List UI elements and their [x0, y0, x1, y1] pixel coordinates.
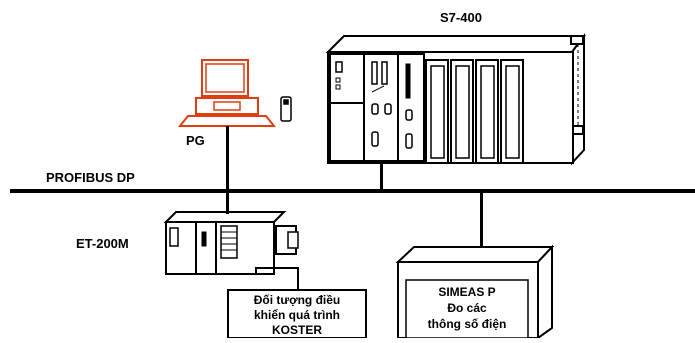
simeas-device	[395, 244, 555, 340]
simeas-line-1: SIMEAS P	[438, 285, 495, 299]
profibus-label: PROFIBUS DP	[46, 170, 135, 185]
memory-card-icon	[280, 96, 292, 122]
simeas-bus-connector	[480, 192, 483, 247]
s7-400-rack	[325, 33, 586, 166]
profibus-bus-line	[10, 189, 695, 193]
s7-bus-connector	[380, 163, 383, 190]
koster-line-2: khiển quá trình	[254, 308, 340, 322]
pg-terminal-icon	[177, 59, 277, 127]
pg-label: PG	[186, 133, 205, 148]
et-koster-link	[255, 267, 299, 290]
koster-line-3: KOSTER	[272, 323, 322, 337]
koster-line-1: Đối tượng điều	[254, 293, 341, 307]
et-200m-label: ET-200M	[76, 236, 129, 251]
simeas-line-3: thông số điện	[428, 317, 507, 331]
et-200m-station	[163, 211, 299, 275]
pg-bus-connector	[226, 126, 229, 190]
s7-400-label: S7-400	[440, 10, 482, 25]
et-bus-connector	[226, 192, 229, 214]
simeas-line-2: Đo các	[447, 301, 487, 315]
